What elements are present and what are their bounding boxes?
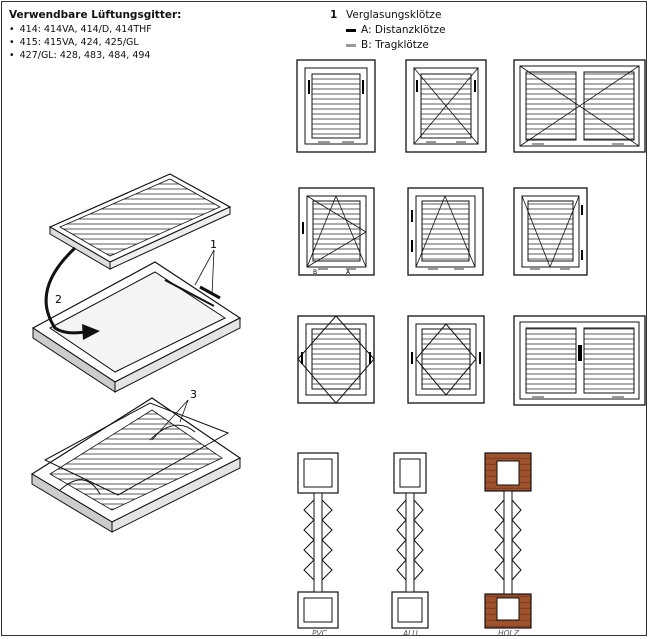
label-holz: HOLZ — [498, 629, 519, 638]
section-alu — [391, 452, 429, 629]
section-holz — [484, 452, 532, 629]
window-turn-2 — [407, 187, 484, 276]
block-label-a: A — [346, 269, 351, 276]
legend-number: 1 — [330, 9, 338, 21]
window-turn-tilt-1: B A — [298, 187, 375, 276]
window-fixed-1 — [296, 59, 376, 153]
callout-2: 2 — [55, 293, 62, 306]
callout-leader-1a — [194, 249, 215, 286]
grille-list: Verwendbare Lüftungsgitter: 414: 414VA, … — [9, 8, 181, 62]
label-pvc: PVC — [312, 629, 327, 638]
legend-item-b-label: B: Tragklötze — [361, 39, 429, 51]
grille-list-title: Verwendbare Lüftungsgitter: — [9, 9, 182, 21]
window-double-casement — [513, 315, 646, 406]
legend-item-b: B: Tragklötze — [346, 38, 446, 53]
assembly-arrow — [44, 246, 86, 335]
spacer-block-swatch — [346, 29, 356, 32]
assembled-bottom — [30, 397, 242, 533]
legend-item-a-label: A: Distanzklötze — [361, 24, 446, 36]
grille-top-exploded — [48, 173, 232, 270]
legend-title: Verglasungsklötze — [346, 9, 442, 21]
label-alu: ALU — [403, 629, 418, 638]
frame-middle — [31, 261, 242, 393]
callout-leader-3a — [151, 399, 189, 441]
grille-item-415: 415: 415VA, 424, 425/GL — [9, 36, 181, 49]
arrow-head — [82, 324, 100, 340]
callout-3: 3 — [190, 388, 197, 401]
section-pvc — [297, 452, 339, 629]
support-block-swatch — [346, 44, 356, 47]
window-fixed-2 — [405, 59, 487, 153]
window-fixed-double — [513, 59, 646, 153]
callout-leader-3b — [179, 399, 189, 423]
window-pivot-1 — [297, 315, 375, 404]
grille-item-427: 427/GL: 428, 483, 484, 494 — [9, 49, 181, 62]
legend-item-a: A: Distanzklötze — [346, 23, 446, 38]
legend: 1 Verglasungsklötze A: Distanzklötze B: … — [330, 8, 446, 53]
callout-leader-1b — [211, 249, 215, 296]
window-pivot-2 — [407, 315, 485, 404]
window-tilt-3 — [513, 187, 588, 276]
grille-item-414: 414: 414VA, 414/D, 414THF — [9, 23, 181, 36]
block-label-b: B — [313, 269, 317, 276]
callout-1: 1 — [210, 238, 217, 251]
